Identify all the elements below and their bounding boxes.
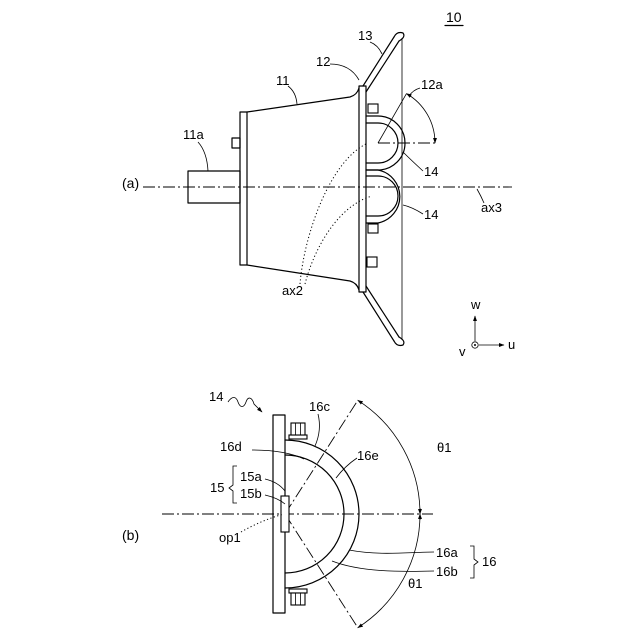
leader-12: [330, 64, 359, 80]
motor-bottom-edge: [247, 265, 359, 290]
label-15: 15: [210, 480, 224, 495]
label-16d: 16d: [220, 439, 242, 454]
label-14-lower: 14: [424, 207, 438, 222]
label-w: w: [470, 297, 481, 312]
leader-11: [288, 86, 297, 104]
nut: [291, 593, 305, 605]
leader-16b: [332, 561, 434, 571]
bolt: [367, 257, 377, 267]
angle-arc: [407, 94, 436, 143]
leader-14-wavy: [228, 398, 262, 413]
bolts-a: [367, 104, 378, 267]
bolt: [368, 104, 378, 113]
figure-number: 10: [446, 9, 462, 25]
label-15b: 15b: [240, 486, 262, 501]
flange: [363, 33, 404, 346]
flange-top-inner: [366, 41, 399, 92]
flange-top-outer: [363, 37, 394, 86]
panel-a: 10: [122, 9, 515, 359]
label-ax3: ax3: [481, 200, 502, 215]
label-11: 11: [276, 73, 290, 88]
flange-top-lip: [394, 33, 404, 42]
angle-boundary-lower: [285, 514, 358, 628]
leader-16c: [315, 414, 319, 446]
bracket-lower-inner: [366, 176, 398, 216]
leader-15a: [265, 479, 285, 491]
label-16b: 16b: [436, 564, 458, 579]
mounting-plate: [359, 86, 366, 292]
nut-bottom: [289, 589, 307, 605]
leader-16a: [349, 550, 434, 553]
motor-pin: [232, 138, 240, 148]
motor-top-edge: [247, 88, 359, 112]
v-axis-dot: [474, 344, 476, 346]
leader-op1: [241, 514, 284, 532]
label-theta1-lower: θ1: [408, 576, 422, 591]
leader-14-lower: [403, 205, 423, 214]
leader-12a: [409, 88, 420, 96]
label-u: u: [508, 337, 515, 352]
label-16e: 16e: [357, 448, 379, 463]
label-12a: 12a: [421, 77, 443, 92]
bolt: [368, 224, 378, 233]
label-v: v: [459, 344, 466, 359]
axis-ax2-curve: [300, 143, 368, 284]
bracket-lower: [366, 170, 400, 223]
label-op1: op1: [219, 530, 241, 545]
leader-16e: [336, 458, 357, 478]
nut: [291, 423, 305, 435]
leader-11a: [198, 142, 208, 171]
bracket-16: [470, 546, 478, 578]
washer: [289, 435, 307, 439]
label-12: 12: [316, 54, 330, 69]
bracket-15: [229, 466, 237, 503]
label-ax2: ax2: [282, 283, 303, 298]
leader-13: [370, 42, 382, 54]
axis-ax2-curve: [305, 196, 372, 284]
coordinate-axes: w u v: [459, 297, 515, 359]
flange-bottom-inner: [366, 286, 399, 337]
panel-b-label: (b): [122, 527, 139, 543]
label-16c: 16c: [309, 399, 330, 414]
motor-body: [232, 88, 359, 290]
label-16a: 16a: [436, 545, 458, 560]
panel-b: 14 16c 16d 16e θ1 15a 15 15b (b) op1 16a…: [122, 389, 496, 628]
label-theta1-upper: θ1: [437, 440, 451, 455]
label-15a: 15a: [240, 469, 262, 484]
label-11a: 11a: [183, 127, 204, 142]
flange-bottom-lip: [394, 337, 404, 346]
leader-16d: [252, 450, 304, 459]
nut-top: [289, 423, 307, 439]
label-13: 13: [358, 28, 372, 43]
angle-12a: [378, 94, 438, 143]
angle-boundary-upper: [285, 400, 358, 514]
flange-bottom-outer: [363, 292, 394, 341]
label-14: 14: [209, 389, 223, 404]
leader-14-upper: [403, 152, 423, 171]
washer: [289, 589, 307, 593]
label-16: 16: [482, 554, 496, 569]
label-14-upper: 14: [424, 164, 438, 179]
panel-a-label: (a): [122, 175, 139, 191]
motor-end-flange: [240, 112, 247, 265]
